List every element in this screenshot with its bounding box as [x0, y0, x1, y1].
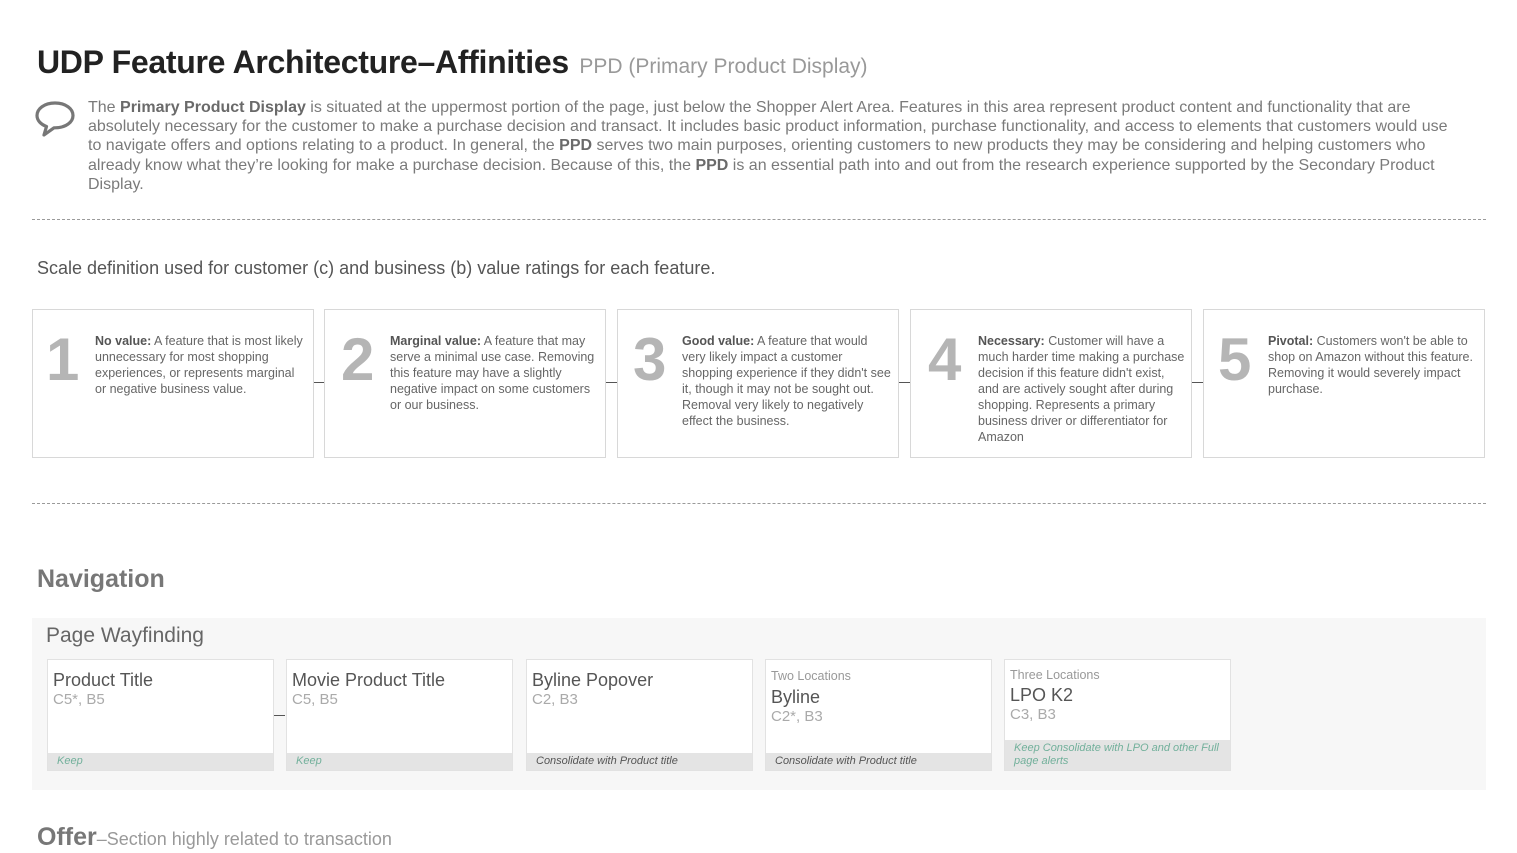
feature-note: Keep — [48, 753, 273, 770]
feature-card-byline[interactable]: Two Locations Byline C2*, B3 Consolidate… — [765, 659, 992, 771]
scale-number: 5 — [1218, 326, 1252, 393]
scale-description: Good value: A feature that would very li… — [682, 334, 891, 428]
scale-connector — [606, 382, 617, 383]
scale-number: 3 — [633, 326, 667, 393]
feature-note: Consolidate with Product title — [527, 753, 752, 770]
section-heading-navigation: Navigation — [37, 565, 165, 593]
feature-card-product-title[interactable]: Product Title C5*, B5 Keep — [47, 659, 274, 771]
page-wayfinding-panel: Page Wayfinding — [32, 618, 1486, 790]
feature-note: Keep — [287, 753, 512, 770]
page-header: UDP Feature Architecture–Affinities PPD … — [37, 44, 868, 81]
scale-number: 1 — [46, 326, 80, 393]
scale-connector — [314, 382, 325, 383]
feature-name: Product Title — [53, 670, 154, 690]
scale-number: 4 — [928, 326, 962, 393]
feature-name: LPO K2 — [1010, 685, 1074, 705]
section-divider — [32, 219, 1486, 220]
scale-description: Necessary: Customer will have a much har… — [978, 334, 1185, 444]
feature-rating: C2*, B3 — [771, 708, 823, 725]
section-divider — [32, 503, 1486, 504]
page-title: UDP Feature Architecture–Affinities — [37, 44, 569, 80]
scale-connector — [1192, 382, 1203, 383]
feature-name: Byline — [771, 687, 821, 707]
feature-rating: C3, B3 — [1010, 706, 1056, 723]
scale-connector — [899, 382, 910, 383]
scale-card-4: 4 Necessary: Customer will have a much h… — [910, 309, 1192, 458]
feature-card-movie-product-title[interactable]: Movie Product Title C5, B5 Keep — [286, 659, 513, 771]
feature-note: Keep Consolidate with LPO and other Full… — [1005, 740, 1230, 770]
feature-rating: C2, B3 — [532, 691, 578, 708]
page-subtitle: PPD (Primary Product Display) — [579, 55, 868, 78]
scale-card-5: 5 Pivotal: Customers won't be able to sh… — [1203, 309, 1485, 458]
intro-paragraph: The Primary Product Display is situated … — [88, 99, 1448, 193]
feature-name: Byline Popover — [532, 670, 654, 690]
feature-name: Movie Product Title — [292, 670, 446, 690]
offer-subheading: –Section highly related to transaction — [96, 829, 392, 849]
feature-rating: C5, B5 — [292, 691, 338, 708]
scale-description: Pivotal: Customers won't be able to shop… — [1268, 334, 1473, 396]
scale-card-1: 1 No value: A feature that is most likel… — [32, 309, 314, 458]
feature-card-lpo-k2[interactable]: Three Locations LPO K2 C3, B3 Keep Conso… — [1004, 659, 1231, 771]
offer-heading: Offer — [37, 823, 97, 851]
scale-card-2: 2 Marginal value: A feature that may ser… — [324, 309, 606, 458]
feature-location-label: Three Locations — [1010, 668, 1100, 682]
feature-card-byline-popover[interactable]: Byline Popover C2, B3 Consolidate with P… — [526, 659, 753, 771]
group-title: Page Wayfinding — [46, 624, 204, 647]
feature-note: Consolidate with Product title — [766, 753, 991, 770]
scale-card-3: 3 Good value: A feature that would very … — [617, 309, 899, 458]
feature-rating: C5*, B5 — [53, 691, 105, 708]
feature-connector — [274, 715, 285, 716]
scale-description: Marginal value: A feature that may serve… — [390, 334, 595, 412]
scale-number: 2 — [341, 326, 375, 393]
feature-location-label: Two Locations — [771, 669, 851, 683]
scale-heading: Scale definition used for customer (c) a… — [37, 258, 716, 278]
scale-description: No value: A feature that is most likely … — [95, 334, 303, 396]
section-heading-offer: Offer–Section highly related to transact… — [37, 823, 392, 852]
speech-bubble-icon — [35, 101, 75, 137]
